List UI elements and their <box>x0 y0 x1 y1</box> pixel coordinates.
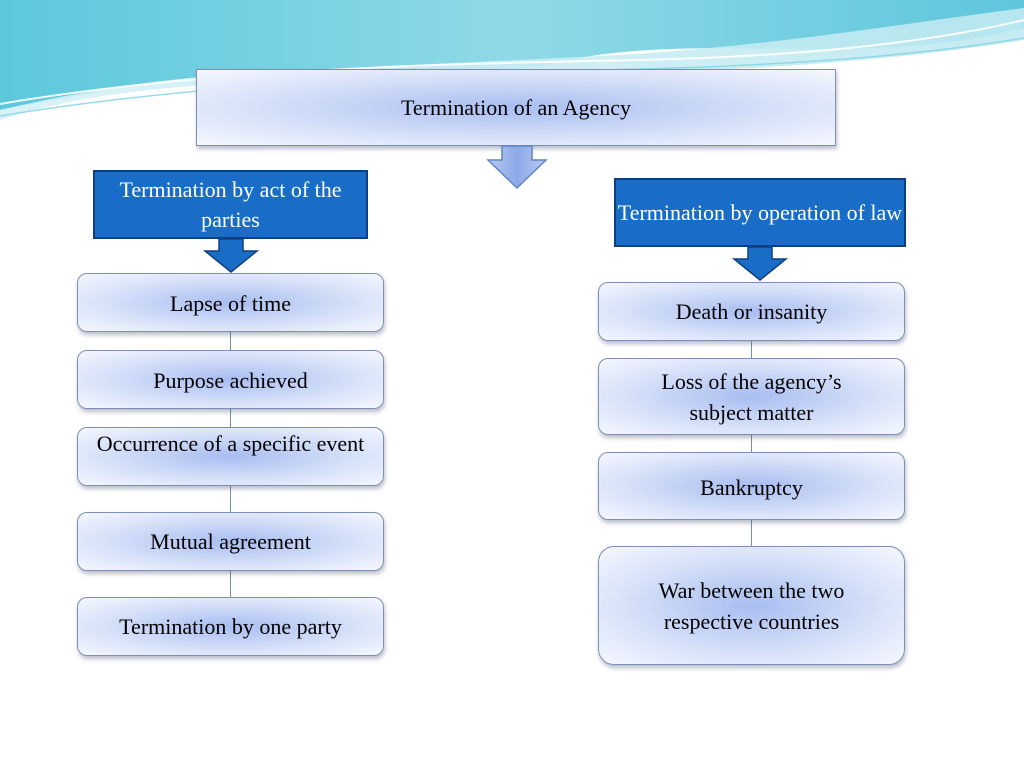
left-item-mutual-agreement: Mutual agreement <box>77 512 384 571</box>
left-connector-line <box>230 571 231 597</box>
left-item-occurrence-of-event: Occurrence of a specific event <box>77 427 384 486</box>
right-connector-line <box>751 341 752 358</box>
wave-line-upper <box>0 19 1024 105</box>
left-connector-line <box>230 332 231 350</box>
right-item-bankruptcy: Bankruptcy <box>598 452 905 520</box>
right-branch-heading: Termination by operation of law <box>614 178 906 247</box>
left-connector-line <box>230 409 231 427</box>
left-item-lapse-of-time: Lapse of time <box>77 273 384 332</box>
title-text: Termination of an Agency <box>400 95 631 120</box>
wave-band-light <box>0 8 1024 120</box>
left-item-termination-by-one-party: Termination by one party <box>77 597 384 656</box>
right-item-death-or-insanity: Death or insanity <box>598 282 905 341</box>
left-down-arrow-icon <box>202 238 260 273</box>
title-box: Termination of an Agency <box>196 69 836 146</box>
right-connector-line <box>751 435 752 452</box>
right-down-arrow-icon <box>731 246 789 281</box>
header-wave-decoration <box>0 0 1024 120</box>
right-item-loss-of-subject-matter: Loss of the agency’s subject matter <box>598 358 905 435</box>
right-item-war-between-countries: War between the two respective countries <box>598 546 905 665</box>
title-down-arrow-icon <box>486 145 548 190</box>
left-branch-heading: Termination by act of the parties <box>93 170 368 239</box>
left-connector-line <box>230 486 231 512</box>
left-item-purpose-achieved: Purpose achieved <box>77 350 384 409</box>
wave-band-main <box>0 0 1024 110</box>
right-connector-line <box>751 520 752 546</box>
